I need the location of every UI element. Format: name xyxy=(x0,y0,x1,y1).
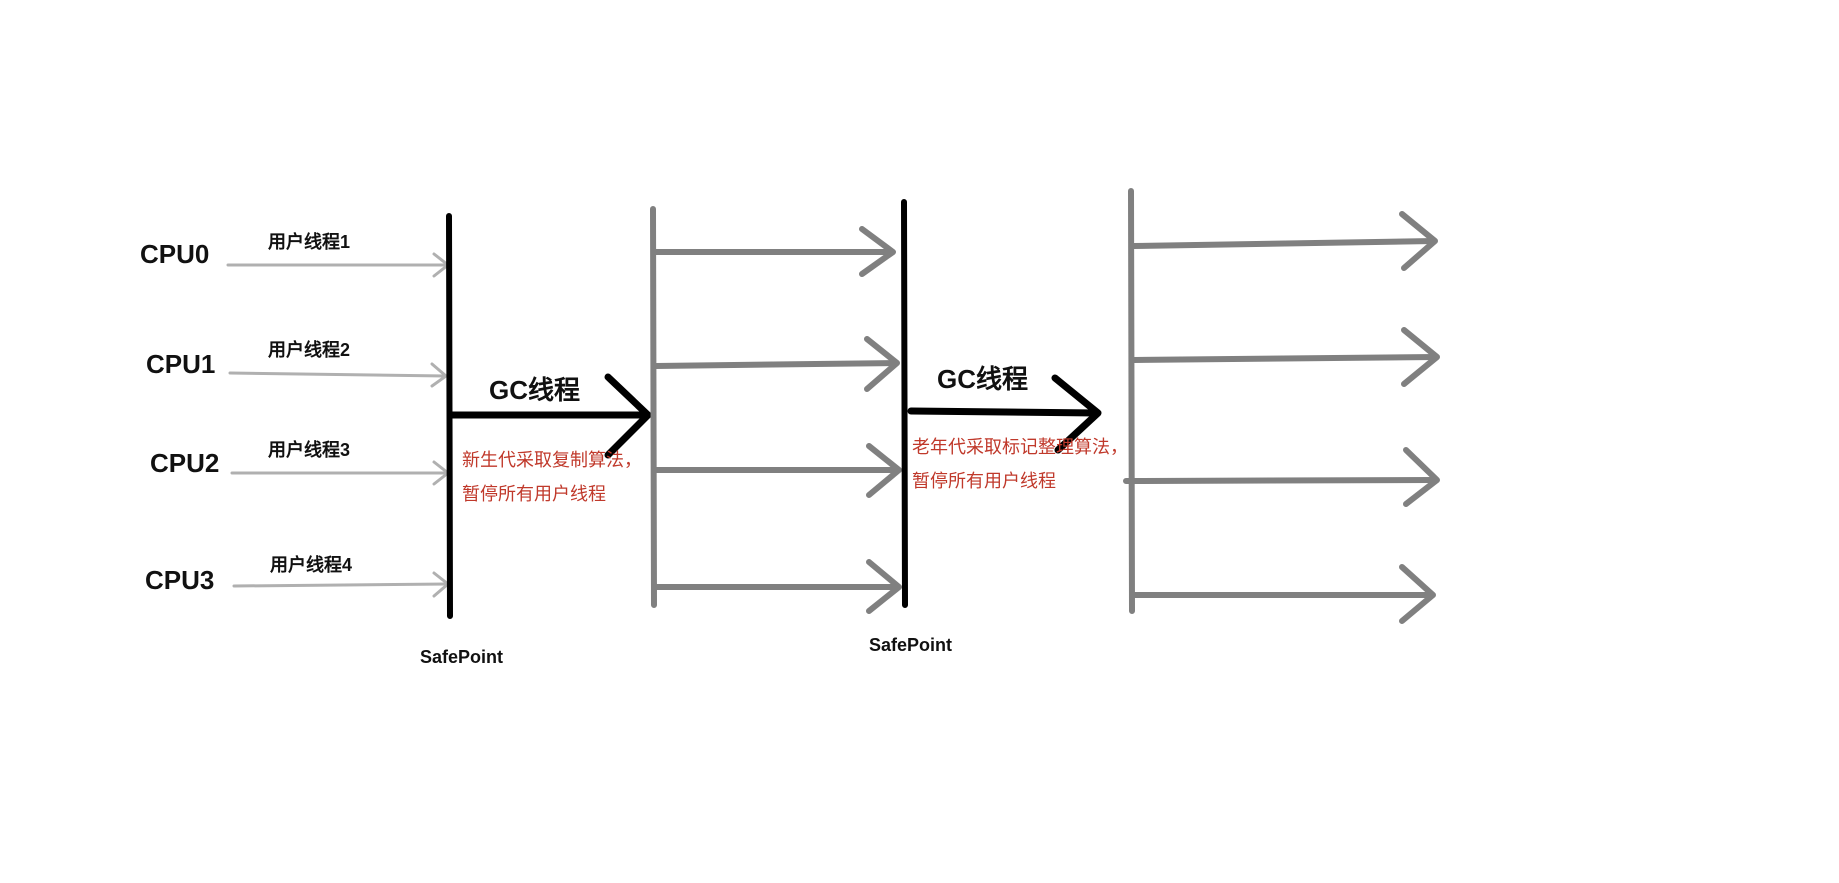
user-thread-label-4: 用户线程4 xyxy=(270,554,352,575)
gc-thread-arrow-1 xyxy=(447,373,652,459)
safepoint-line-2 xyxy=(901,199,908,608)
user-thread-arrow-2 xyxy=(228,362,449,388)
phase1-note-line-1: 新生代采取复制算法， xyxy=(462,450,642,470)
resume-bar-2 xyxy=(1128,188,1135,614)
user-thread-arrow-3 xyxy=(230,460,451,486)
resume-bar-1 xyxy=(650,206,657,608)
safepoint-label-2: SafePoint xyxy=(869,635,952,655)
cpu-label-0: CPU0 xyxy=(140,239,209,269)
cpu-label-1: CPU1 xyxy=(146,349,215,379)
phase2-note-line-2: 暂停所有用户线程 xyxy=(912,471,1056,491)
user-thread-label-2: 用户线程2 xyxy=(268,339,350,360)
resumed-threads-1 xyxy=(650,206,902,614)
cpu-label-2: CPU2 xyxy=(150,448,219,478)
user-thread-arrow-1 xyxy=(226,252,451,278)
user-thread-arrows xyxy=(226,252,451,598)
gc-thread-label-1: GC线程 xyxy=(489,375,580,405)
user-thread-label-3: 用户线程3 xyxy=(268,439,350,460)
resumed-threads-2 xyxy=(1123,188,1440,624)
cpu-label-3: CPU3 xyxy=(145,565,214,595)
gc-thread-arrow-2 xyxy=(907,374,1102,454)
phase1-note-line-2: 暂停所有用户线程 xyxy=(462,484,606,504)
safepoint-label-1: SafePoint xyxy=(420,647,503,667)
gc-thread-label-2: GC线程 xyxy=(937,364,1028,394)
user-thread-label-1: 用户线程1 xyxy=(268,231,350,252)
phase2-note-line-1: 老年代采取标记整理算法， xyxy=(912,437,1128,457)
user-thread-arrow-4 xyxy=(232,571,451,598)
